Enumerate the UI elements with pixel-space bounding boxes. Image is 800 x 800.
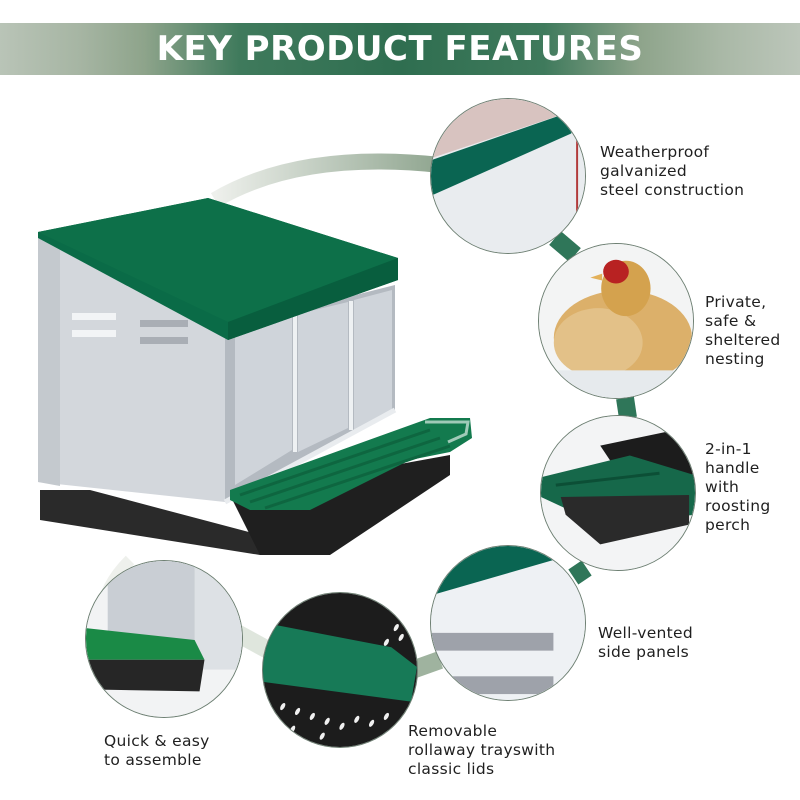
header-banner: KEY PRODUCT FEATURES [0,23,800,75]
feature-label-assemble: Quick & easy to assemble [104,732,210,769]
feature-label-vented: Well-vented side panels [598,624,694,661]
nest-box-product-image [38,198,472,555]
perch-handle-icon [541,416,695,570]
feature-label-nesting: Private, safe & sheltered nesting [705,293,781,368]
feature-image-nesting [538,243,694,399]
feature-image-vented [430,545,586,701]
feature-label-steel: Weatherproof galvanized steel constructi… [600,143,745,199]
feature-image-handle [540,415,696,571]
feature-image-assemble [85,560,243,718]
feature-image-steel [430,98,586,254]
steel-roof-closeup-icon [431,99,585,253]
banner-title: KEY PRODUCT FEATURES [156,29,644,69]
feature-label-trays: Removable rollaway trayswith classic lid… [408,722,556,778]
vent-panel-icon [431,546,585,700]
feature-label-handle: 2-in-1 handle with roosting perch [705,440,771,534]
chicken-icon [539,244,693,398]
assembly-closeup-icon [86,561,242,717]
rollaway-tray-icon [263,593,417,747]
feature-image-trays [262,592,418,748]
